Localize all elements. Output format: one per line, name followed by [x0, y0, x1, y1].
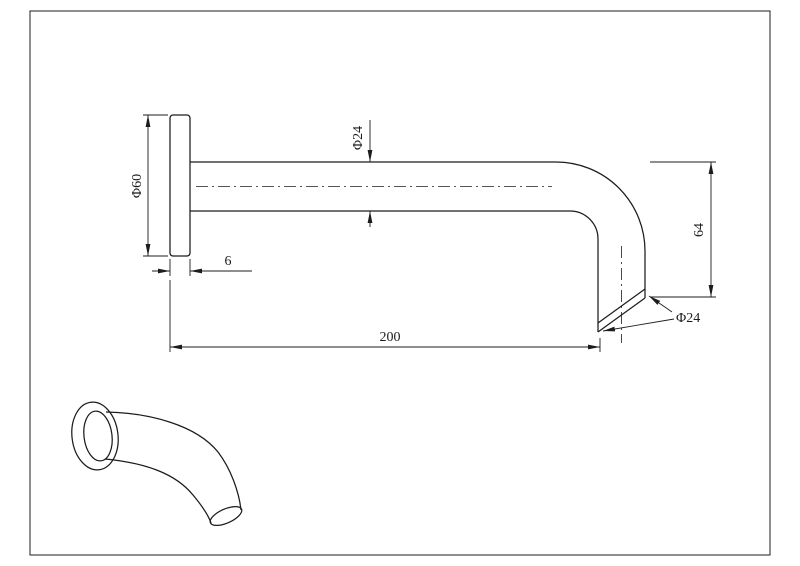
dim-label-plate-diameter: Φ60 — [130, 174, 145, 198]
dim-label-plate-thickness: 6 — [225, 254, 232, 269]
dim-outlet-diameter-leader-bottom — [602, 318, 675, 332]
spout-outlet-ellipse — [209, 505, 243, 527]
dim-label-total-length: 200 — [380, 330, 401, 345]
dim-label-drop-height: 64 — [692, 223, 707, 237]
inner-elbow-curve — [569, 210, 599, 332]
dim-label-outlet-diameter: Φ24 — [676, 311, 700, 326]
dim-plate-diameter: Φ60 — [130, 114, 168, 257]
flange-inner-ellipse — [83, 410, 113, 462]
drawing-border — [29, 10, 771, 556]
perspective-view — [71, 401, 243, 527]
dim-label-tube-diameter: Φ24 — [351, 126, 366, 150]
dim-drop-height: 64 — [650, 161, 716, 298]
flange-outer-ellipse — [71, 401, 119, 471]
spout-bottom-edge — [104, 458, 212, 524]
dim-outlet-diameter-leader-top — [648, 295, 673, 313]
dim-total-length: 200 — [169, 280, 601, 352]
side-view: Φ60 Φ24 6 200 — [130, 114, 716, 352]
dim-tube-diameter: Φ24 — [351, 120, 373, 227]
spout-top-edge — [105, 411, 242, 511]
outer-elbow-curve — [555, 161, 646, 298]
wall-plate-outline — [169, 114, 191, 257]
dim-plate-thickness: 6 — [152, 254, 252, 276]
dim-outlet-diameter: Φ24 — [602, 295, 700, 332]
